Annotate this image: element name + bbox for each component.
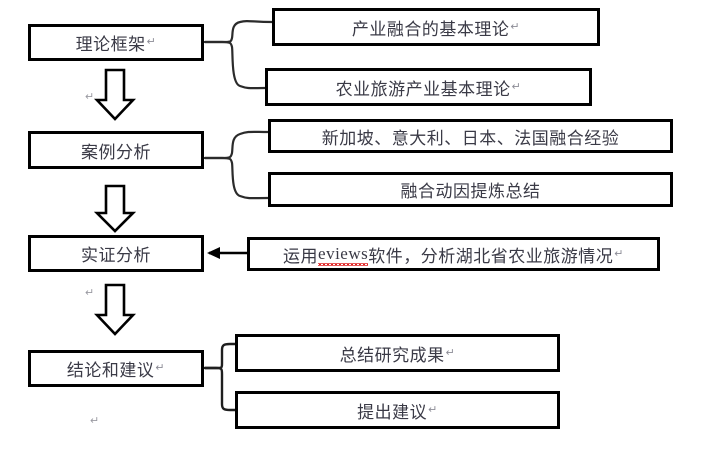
paragraph-mark-icon: ↵ — [511, 80, 522, 93]
stage-box-conclusion[interactable]: 结论和建议↵ — [28, 350, 204, 387]
paragraph-mark-icon: ↵ — [445, 346, 456, 359]
stage-label-case: 案例分析 — [81, 142, 151, 162]
paragraph-mark-icon: ↵ — [146, 36, 157, 48]
detail-label-theory-2: 农业旅游产业基本理论 — [335, 79, 511, 99]
stray-paragraph-mark-3: ↵ — [90, 415, 100, 427]
paragraph-mark-icon: ↵ — [614, 247, 624, 260]
detail-box-empirical-1[interactable]: 运用 eviews 软件，分析湖北省农业旅游情况↵ — [247, 237, 660, 271]
stage-box-theory[interactable]: 理论框架↵ — [28, 24, 204, 61]
paragraph-mark-icon: ↵ — [510, 20, 521, 33]
detail-label-empirical-suffix: 软件，分析湖北省农业旅游情况 — [368, 246, 614, 266]
arrow-to-empirical — [207, 247, 247, 259]
brace-case — [203, 130, 270, 200]
stage-box-empirical[interactable]: 实证分析 — [28, 235, 204, 272]
arrow-theory-to-case-icon — [93, 68, 137, 121]
detail-label-empirical-prefix: 运用 — [283, 246, 319, 266]
brace-theory — [203, 20, 274, 90]
paragraph-mark-icon: ↵ — [155, 362, 166, 374]
detail-box-case-2[interactable]: 融合动因提炼总结 — [268, 172, 673, 207]
detail-box-theory-2[interactable]: 农业旅游产业基本理论↵ — [265, 68, 592, 106]
detail-label-conclusion-2: 提出建议 — [357, 402, 428, 422]
stray-paragraph-mark-2: ↵ — [85, 287, 95, 299]
detail-label-case-2: 融合动因提炼总结 — [400, 182, 541, 201]
detail-box-conclusion-2[interactable]: 提出建议↵ — [235, 391, 560, 429]
detail-box-conclusion-1[interactable]: 总结研究成果↵ — [235, 334, 560, 372]
spellcheck-word-eviews: eviews — [318, 244, 369, 266]
arrow-case-to-empirical-icon — [93, 184, 137, 233]
stray-paragraph-mark-1: ↵ — [85, 91, 95, 103]
detail-box-case-1[interactable]: 新加坡、意大利、日本、法国融合经验 — [268, 119, 673, 153]
stage-label-empirical: 实证分析 — [81, 246, 151, 265]
detail-box-theory-1[interactable]: 产业融合的基本理论↵ — [272, 8, 600, 46]
stage-label-conclusion: 结论和建议 — [66, 361, 155, 380]
detail-label-theory-1: 产业融合的基本理论 — [351, 19, 510, 39]
detail-label-conclusion-1: 总结研究成果 — [339, 345, 445, 365]
detail-label-case-1: 新加坡、意大利、日本、法国融合经验 — [321, 128, 620, 148]
stage-label-theory: 理论框架 — [75, 35, 146, 54]
paragraph-mark-icon: ↵ — [428, 403, 438, 416]
arrow-empirical-to-conclusion-icon — [93, 283, 137, 336]
stage-box-case[interactable]: 案例分析 — [28, 131, 204, 169]
brace-conclusion — [203, 342, 239, 412]
